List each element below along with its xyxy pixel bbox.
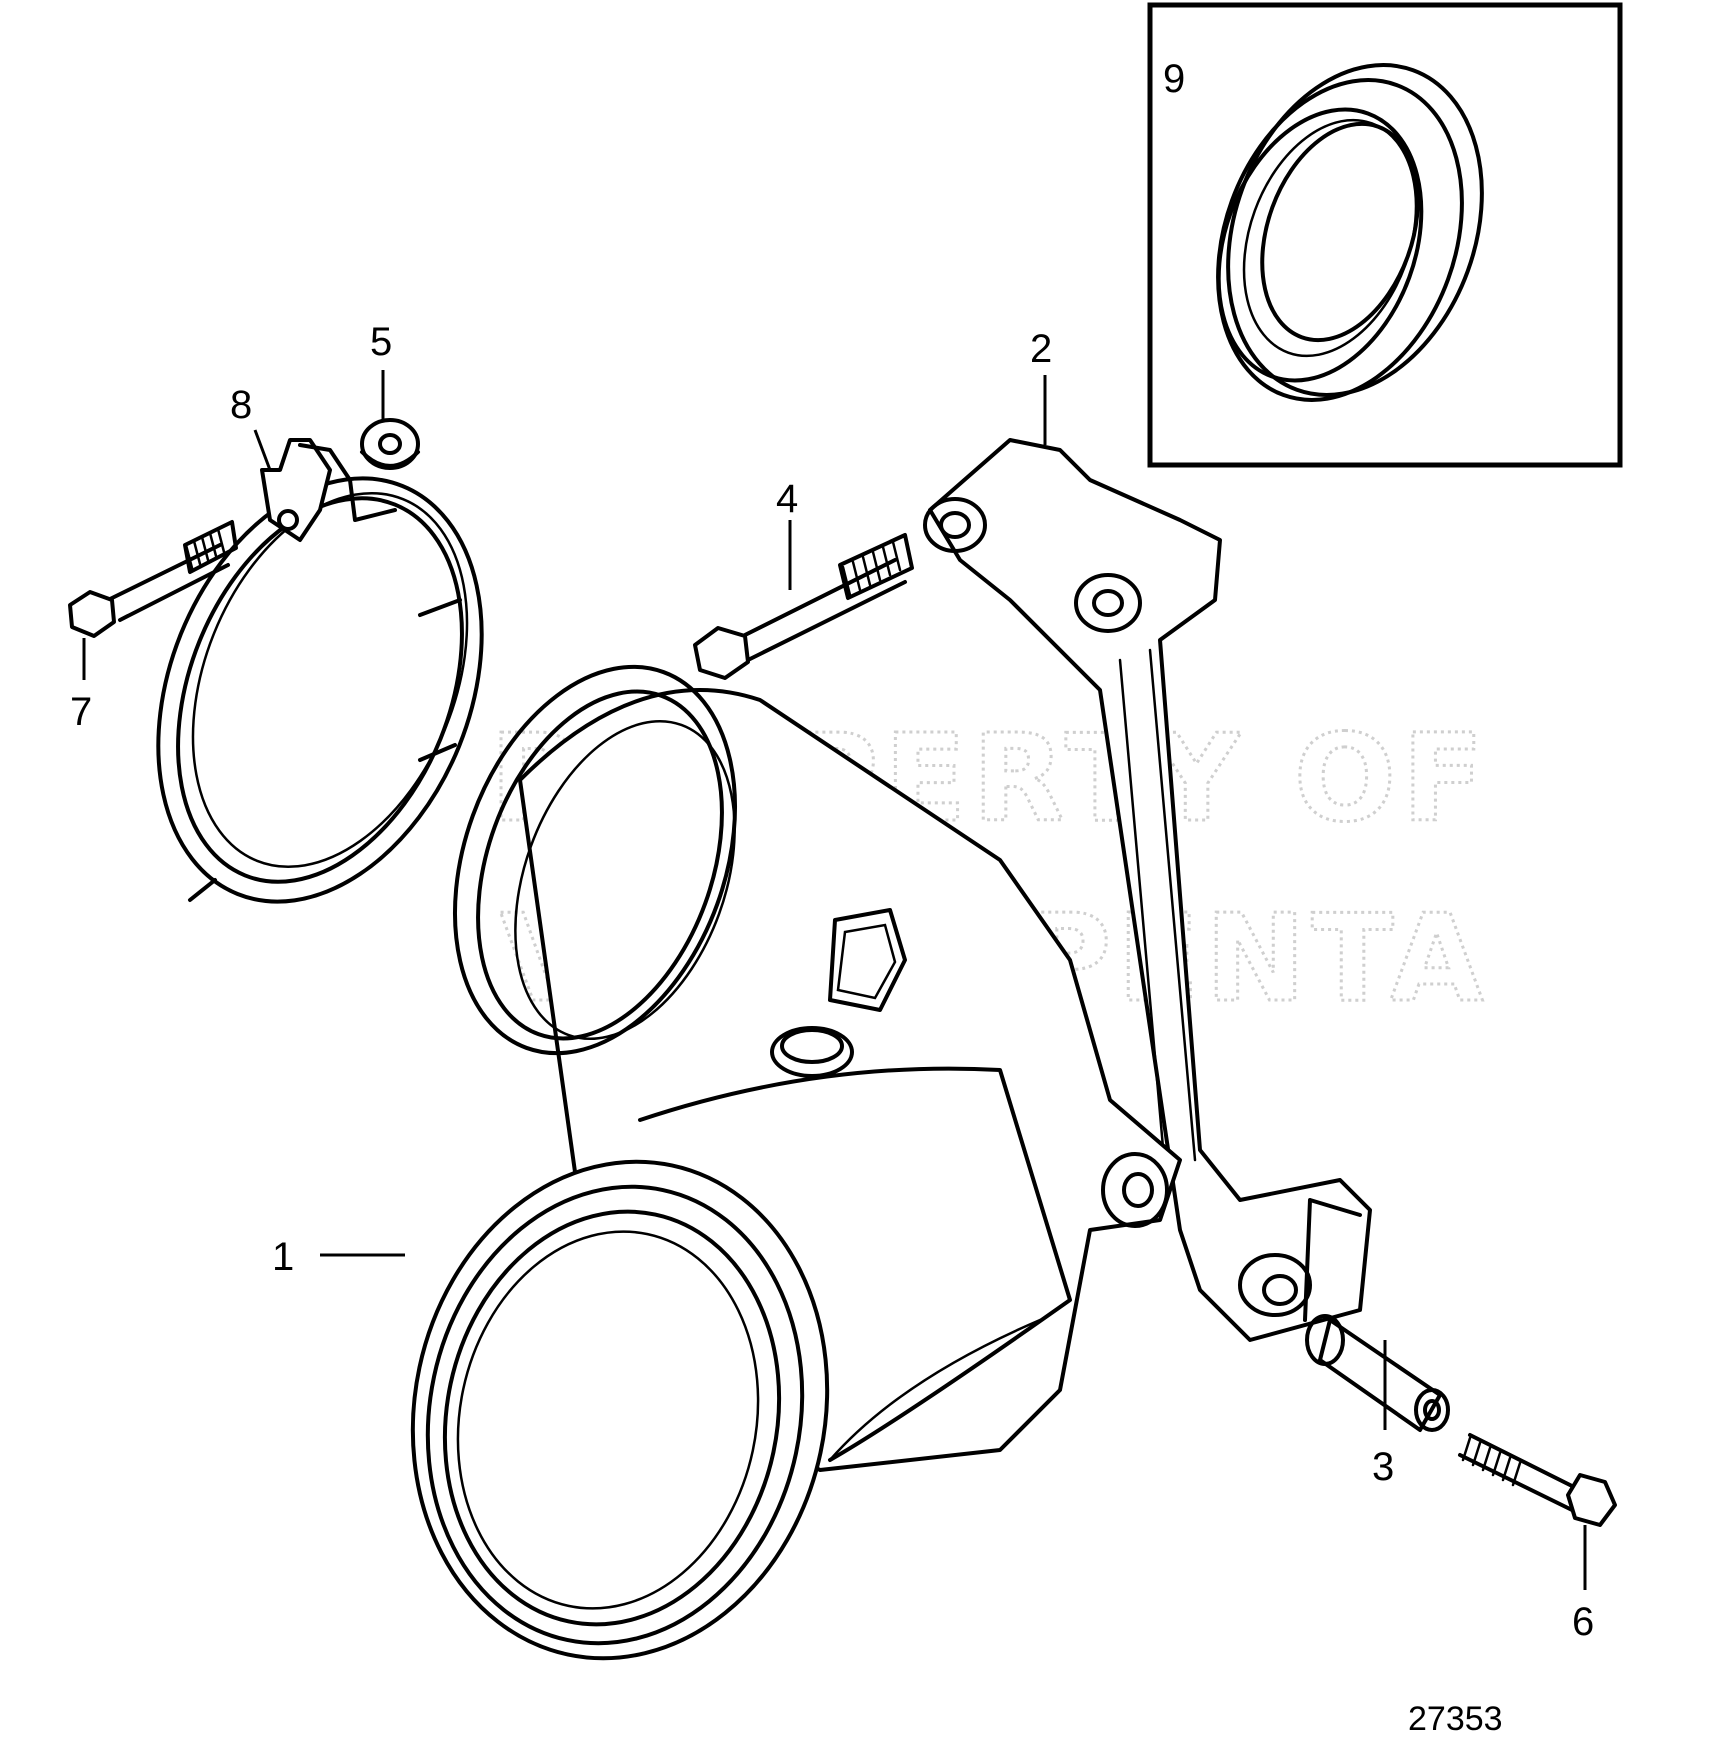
bolt-part-6 — [1458, 1433, 1617, 1527]
nut-part-5 — [360, 418, 420, 470]
callout-2: 2 — [1030, 327, 1052, 371]
callout-8: 8 — [230, 383, 252, 427]
callout-5: 5 — [370, 320, 392, 364]
callouts: 1 2 3 4 5 6 7 8 9 — [70, 57, 1594, 1644]
callout-4: 4 — [776, 477, 798, 521]
callout-7: 7 — [70, 690, 92, 734]
callout-6: 6 — [1572, 1600, 1594, 1644]
inset-box — [1147, 2, 1623, 468]
bracket-part-2 — [923, 438, 1372, 1342]
seal-ring-part-9 — [1216, 63, 1484, 402]
callout-1: 1 — [272, 1235, 294, 1279]
leader-lines — [82, 370, 1587, 1590]
elbow-part-1 — [410, 664, 1182, 1661]
clamp-part-8 — [156, 438, 484, 904]
bolt-part-4 — [693, 533, 914, 680]
drawing-number: 27353 — [1408, 1700, 1503, 1738]
sleeve-part-3 — [1305, 1314, 1450, 1432]
bolt-part-7 — [68, 520, 238, 638]
callout-9: 9 — [1163, 57, 1185, 101]
callout-3: 3 — [1372, 1445, 1394, 1489]
